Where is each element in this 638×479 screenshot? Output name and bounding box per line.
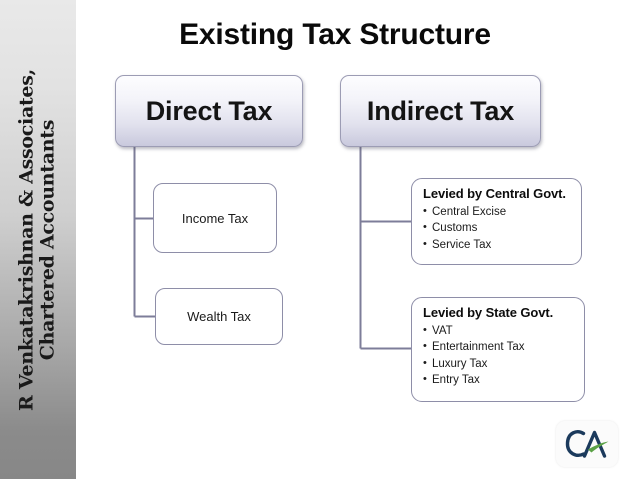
node-levied-state-govt[interactable]: Levied by State Govt. VAT Entertainment … xyxy=(411,297,585,402)
node-direct-tax-label: Direct Tax xyxy=(145,95,273,126)
branding-line-1: R Venkatakrishnan & Associates, xyxy=(15,68,38,411)
node-levied-central-govt-list: Central Excise Customs Service Tax xyxy=(423,204,571,253)
node-levied-central-govt-heading: Levied by Central Govt. xyxy=(423,186,566,201)
page-title: Existing Tax Structure xyxy=(179,18,491,51)
node-levied-central-govt[interactable]: Levied by Central Govt. Central Excise C… xyxy=(411,178,582,265)
list-item: Service Tax xyxy=(423,237,571,253)
branding-text: R Venkatakrishnan & Associates, Chartere… xyxy=(15,68,60,411)
node-indirect-tax-label: Indirect Tax xyxy=(366,95,515,126)
ca-logo-letter-a xyxy=(582,430,607,458)
node-income-tax[interactable]: Income Tax xyxy=(153,183,277,253)
branding-sidebar: R Venkatakrishnan & Associates, Chartere… xyxy=(0,0,76,479)
node-indirect-tax[interactable]: Indirect Tax xyxy=(340,75,541,147)
node-wealth-tax[interactable]: Wealth Tax xyxy=(155,288,283,345)
node-income-tax-label: Income Tax xyxy=(181,210,249,226)
list-item: Entertainment Tax xyxy=(423,339,574,355)
node-levied-state-govt-list: VAT Entertainment Tax Luxury Tax Entry T… xyxy=(423,323,574,388)
node-wealth-tax-label: Wealth Tax xyxy=(187,309,251,324)
ca-logo-accent-swoosh xyxy=(588,441,609,453)
list-item: Customs xyxy=(423,220,571,236)
branding-line-2: Chartered Accountants xyxy=(37,119,59,360)
node-direct-tax[interactable]: Direct Tax xyxy=(115,75,303,147)
list-item: VAT xyxy=(423,323,574,339)
ca-logo xyxy=(556,421,618,467)
ca-logo-letter-c xyxy=(565,430,586,457)
list-item: Luxury Tax xyxy=(423,356,574,372)
ca-logo-mark xyxy=(565,430,609,458)
node-levied-state-govt-heading: Levied by State Govt. xyxy=(423,305,554,320)
list-item: Central Excise xyxy=(423,204,571,220)
list-item: Entry Tax xyxy=(423,372,574,388)
